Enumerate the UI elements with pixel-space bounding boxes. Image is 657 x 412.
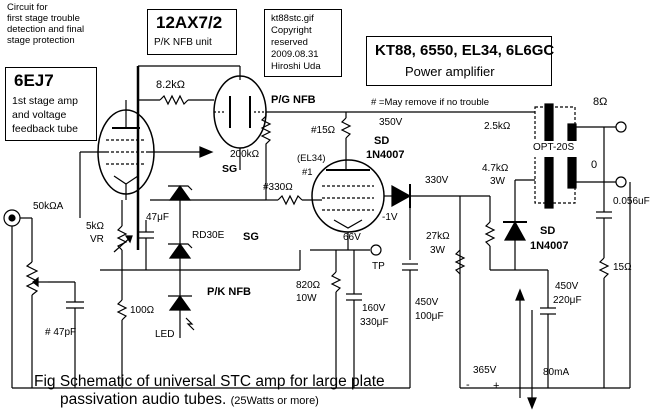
label-160v: 160V [362, 303, 386, 314]
label-820: 820Ω [296, 280, 321, 291]
circuit-note-line: first stage trouble [7, 13, 80, 24]
title-main: KT88, 6550, EL34, 6L6GC [375, 42, 555, 59]
tube2-box: 12AX7/2 P/K NFB unit [147, 9, 237, 55]
label-50k: 50kΩA [33, 201, 64, 212]
label-15ohm: #15Ω [311, 125, 336, 136]
tube1-desc-line: and voltage [12, 109, 67, 121]
resistor-330 [277, 194, 303, 206]
label-330uf: 330μF [360, 317, 389, 328]
circuit-note-line: Circuit for [7, 2, 48, 13]
figure-caption-line2: passivation audio tubes. (25Watts or mor… [60, 392, 319, 408]
caption-main: passivation audio tubes. [60, 391, 227, 408]
label-450v-a: 450V [415, 297, 439, 308]
label-056uf: 0.056uF [613, 196, 650, 207]
tube2-subtitle: P/K NFB unit [154, 37, 212, 48]
copyright-line: Copyright [271, 25, 312, 36]
tube1-desc-line: 1st stage amp [12, 95, 78, 107]
diode-1n4007-b [503, 220, 527, 241]
resistor-100 [116, 299, 128, 321]
label-15ohm-b: 15Ω [613, 262, 632, 273]
label-100uf: 100μF [415, 311, 444, 322]
label-sd1: SD [374, 135, 390, 147]
label-47pf: # 47pF [45, 327, 77, 338]
resistor-4k7 [484, 221, 496, 247]
label-plus: + [493, 380, 500, 392]
tube1-title: 6EJ7 [14, 71, 54, 90]
transformer-label: OPT-20S [533, 142, 575, 153]
label-8ohm: 8Ω [593, 96, 608, 108]
label-led: LED [155, 329, 175, 340]
copyright-line: reserved [271, 37, 308, 48]
label-350v: 350V [379, 117, 403, 128]
title-box: KT88, 6550, EL34, 6L6GC Power amplifier [366, 36, 555, 86]
label-330v: 330V [425, 175, 449, 186]
label-330ohm: #330Ω [263, 182, 293, 193]
label-100ohm: 100Ω [130, 305, 155, 316]
transformer-label-box: OPT-20S [530, 141, 578, 157]
resistor-15b [598, 257, 610, 279]
tube2-title: 12AX7/2 [156, 13, 223, 32]
label-27k: 27kΩ [426, 231, 450, 242]
label-450v-b: 450V [555, 281, 579, 292]
diode-1n4007-a [391, 184, 412, 208]
zener-rd30e-b [168, 242, 192, 259]
led-diode [168, 294, 192, 311]
copyright-line: kt88stc.gif [271, 13, 314, 24]
output-terminal-8ohm [615, 121, 627, 133]
output-terminal-0 [615, 176, 627, 188]
tube1-desc: 1st stage amp and voltage feedback tube [12, 94, 78, 136]
title-sub: Power amplifier [405, 64, 495, 79]
label-minus: - [466, 379, 470, 391]
copyright-box: kt88stc.gif Copyright reserved 2009.08.3… [264, 9, 342, 77]
circuit-note-line: detection and final [7, 24, 85, 35]
figure-caption-line1: Fig Schematic of universal STC amp for l… [34, 373, 385, 390]
tube1-box: 6EJ7 1st stage amp and voltage feedback … [5, 67, 97, 141]
circuit-note: Circuit for first stage trouble detectio… [7, 2, 84, 46]
label-diode1: 1N4007 [366, 149, 405, 161]
label-5k: 5kΩ [86, 221, 105, 232]
test-point [370, 244, 382, 256]
label-220uf: 220μF [553, 295, 582, 306]
label-2k5: 2.5kΩ [484, 121, 511, 132]
resistor-820 [330, 271, 342, 293]
label-zero: 0 [591, 159, 598, 171]
resistor-15 [340, 117, 352, 139]
zener-rd30e-a [168, 184, 192, 201]
copyright-line: 2009.08.31 [271, 49, 319, 60]
label-80ma: 80mA [543, 367, 570, 378]
label-3w-b: 3W [430, 245, 445, 256]
label-sd2: SD [540, 225, 556, 237]
label-66v: 66V [343, 232, 361, 243]
label-n1: #1 [302, 167, 313, 178]
label-365v: 365V [473, 365, 497, 376]
label-rd30e: RD30E [192, 230, 225, 241]
label-may-remove: # =May remove if no trouble [371, 97, 490, 108]
label-3w-a: 3W [490, 176, 505, 187]
copyright-line: Hiroshi Uda [271, 61, 321, 72]
label-sg1: SG [222, 163, 238, 175]
vr-5k [116, 225, 128, 251]
label-8k2: 8.2kΩ [156, 79, 186, 91]
label-pg-nfb: P/G NFB [271, 94, 316, 106]
copyright-text: kt88stc.gif Copyright reserved 2009.08.3… [271, 13, 321, 73]
resistor-27k [454, 249, 466, 275]
tube1-desc-line: feedback tube [12, 123, 78, 135]
label-el34: (EL34) [297, 153, 326, 164]
label-vr: VR [90, 234, 104, 245]
label-tp: TP [372, 261, 385, 272]
circuit-note-line: stage protection [7, 35, 75, 46]
label-sg2: SG [243, 231, 259, 243]
resistor-200k [260, 112, 272, 200]
caption-small: (25Watts or more) [230, 395, 319, 407]
label-200k: 200kΩ [230, 149, 260, 160]
label-47uf: 47μF [146, 212, 169, 223]
resistor-8k2 [159, 94, 189, 106]
label-10w: 10W [296, 293, 317, 304]
label-pk-nfb: P/K NFB [207, 286, 251, 298]
label-neg1v: -1V [382, 212, 398, 223]
label-4k7: 4.7kΩ [482, 163, 509, 174]
label-diode2: 1N4007 [530, 240, 569, 252]
